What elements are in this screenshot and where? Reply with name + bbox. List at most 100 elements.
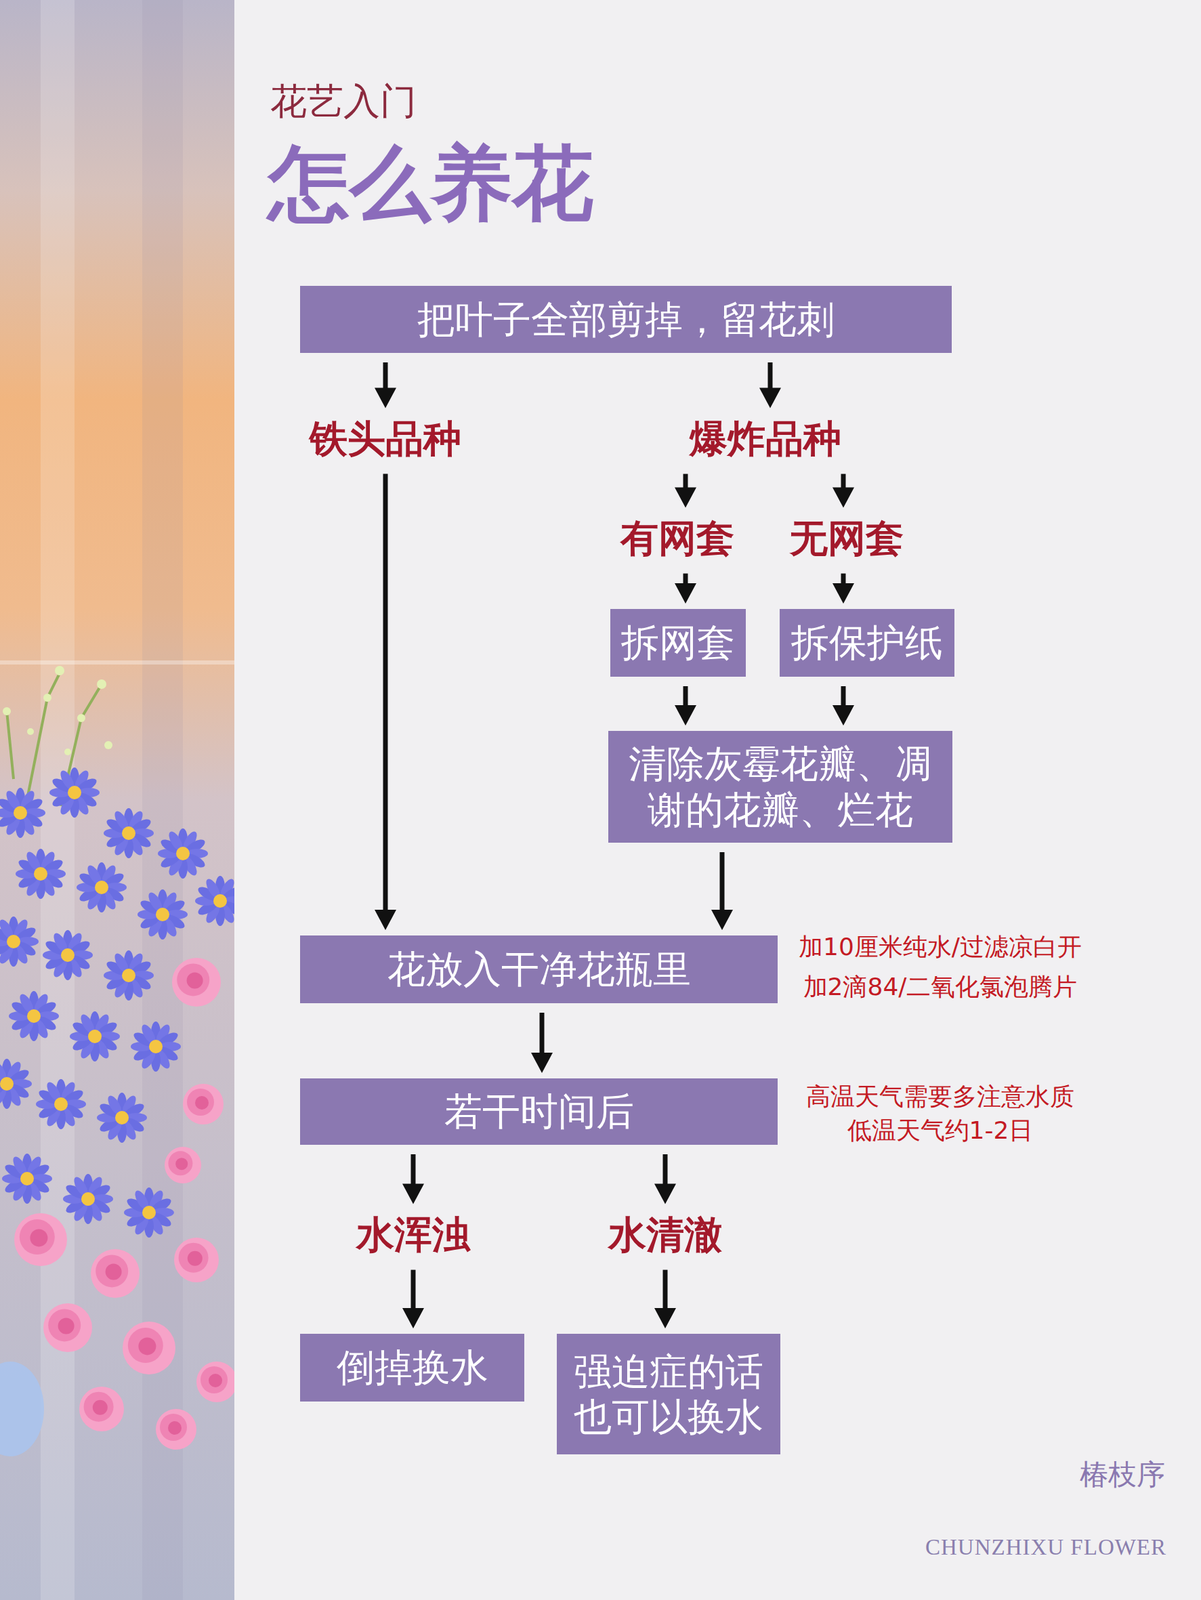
- arrow-head: [374, 387, 397, 408]
- branch-label: 爆炸品种: [681, 413, 850, 465]
- arrow-shaft: [841, 573, 847, 585]
- arrow-shaft: [663, 1270, 668, 1310]
- arrow-head: [674, 705, 697, 726]
- gypsophila: [2, 665, 113, 756]
- flow-arrow: [674, 686, 697, 726]
- pink-flower: [43, 1303, 93, 1353]
- branch-label: 铁头品种: [301, 413, 470, 465]
- box-text: 清除灰霉花瓣、凋谢的花瓣、烂花: [619, 741, 942, 832]
- box-text: 拆网套: [621, 619, 735, 666]
- daisy: [0, 787, 46, 838]
- pink-flower: [196, 1361, 235, 1403]
- arrow-shaft: [768, 362, 773, 389]
- process-box: 把叶子全部剪掉，留花刺: [300, 285, 952, 353]
- arrow-shaft: [683, 474, 689, 490]
- daisy: [62, 1173, 114, 1225]
- flow-arrow: [654, 1270, 677, 1329]
- box-text: 拆保护纸: [791, 619, 943, 666]
- process-box: 若干时间后: [300, 1078, 778, 1145]
- flow-arrow: [759, 362, 782, 408]
- arrow-head: [402, 1183, 425, 1204]
- process-box: 拆保护纸: [779, 608, 955, 677]
- daisy: [195, 875, 235, 926]
- daisy: [0, 916, 39, 967]
- arrow-shaft: [411, 1154, 416, 1185]
- arrow-shaft: [663, 1154, 668, 1185]
- branch-label: 无网套: [781, 512, 912, 564]
- process-box: 花放入干净花瓶里: [300, 935, 778, 1004]
- pink-flower: [164, 1146, 202, 1184]
- flow-arrow: [832, 686, 855, 726]
- branch-text: 水清澈: [608, 1211, 723, 1258]
- arrow-head: [374, 909, 397, 931]
- daisy: [137, 889, 188, 940]
- box-text: 倒掉换水: [336, 1344, 489, 1390]
- daisy: [8, 991, 59, 1042]
- arrow-head: [759, 387, 782, 408]
- arrow-head: [402, 1308, 425, 1329]
- flow-arrow: [674, 573, 697, 604]
- pink-flower: [174, 1237, 219, 1283]
- side-note: 加10厘米纯水/过滤凉白开: [798, 932, 1082, 962]
- pink-flower: [182, 1083, 224, 1125]
- daisy: [130, 1021, 181, 1072]
- arrow-head: [832, 487, 855, 508]
- arrow-head: [832, 705, 855, 726]
- daisy: [76, 862, 127, 913]
- daisy: [42, 930, 93, 981]
- arrow-head: [531, 1052, 553, 1073]
- flow-arrow: [674, 474, 697, 509]
- daisy: [103, 808, 154, 859]
- branch-label: 水清澈: [600, 1209, 731, 1260]
- flow-arrow: [374, 362, 397, 408]
- pink-flower: [90, 1249, 140, 1298]
- arrow-shaft: [383, 474, 389, 912]
- branch-text: 无网套: [789, 515, 904, 561]
- flow-arrow: [832, 573, 855, 604]
- arrow-shaft: [411, 1270, 416, 1310]
- flower-photo: [0, 0, 235, 1600]
- box-text: 若干时间后: [444, 1088, 635, 1134]
- daisy: [123, 1187, 175, 1238]
- arrow-shaft: [841, 686, 847, 707]
- daisy: [15, 848, 66, 899]
- side-note: 高温天气需要多注意水质: [806, 1081, 1075, 1111]
- daisy: [0, 1058, 32, 1109]
- daisy-cluster: [0, 767, 235, 1238]
- arrow-shaft: [683, 573, 689, 585]
- arrow-head: [654, 1183, 677, 1204]
- branch-text: 水浑浊: [356, 1211, 471, 1258]
- daisy: [157, 828, 208, 879]
- vase: [0, 1361, 45, 1457]
- branch-text: 铁头品种: [309, 415, 462, 462]
- brand-watermark: 椿枝序: [1079, 1457, 1166, 1492]
- arrow-shaft: [383, 362, 389, 389]
- process-box: 倒掉换水: [300, 1333, 525, 1402]
- process-box: 清除灰霉花瓣、凋谢的花瓣、烂花: [608, 730, 953, 843]
- pink-flower: [122, 1321, 176, 1375]
- box-text: 强迫症的话也可以换水: [567, 1348, 770, 1440]
- arrow-shaft: [539, 1012, 545, 1055]
- daisy: [103, 950, 154, 1001]
- flow-arrow: [711, 852, 733, 931]
- branch-label: 水浑浊: [348, 1209, 479, 1260]
- arrow-shaft: [683, 686, 689, 707]
- arrow-shaft: [720, 852, 725, 912]
- side-note: 低温天气约1-2日: [847, 1115, 1034, 1145]
- box-text: 把叶子全部剪掉，留花刺: [417, 296, 835, 343]
- arrow-head: [674, 487, 697, 508]
- daisy: [69, 1011, 120, 1062]
- brand-watermark: CHUNZHIXU FLOWER: [925, 1534, 1167, 1562]
- flow-arrow: [832, 474, 855, 509]
- daisy: [96, 1092, 147, 1143]
- branch-text: 爆炸品种: [689, 415, 842, 462]
- pink-flower: [172, 957, 221, 1007]
- flow-arrow: [374, 474, 397, 931]
- arrow-head: [711, 909, 733, 931]
- pink-cluster: [14, 957, 235, 1450]
- shelf-edge: [0, 660, 235, 665]
- flow-arrow: [402, 1270, 425, 1329]
- daisy: [35, 1079, 87, 1130]
- arrow-head: [674, 583, 697, 604]
